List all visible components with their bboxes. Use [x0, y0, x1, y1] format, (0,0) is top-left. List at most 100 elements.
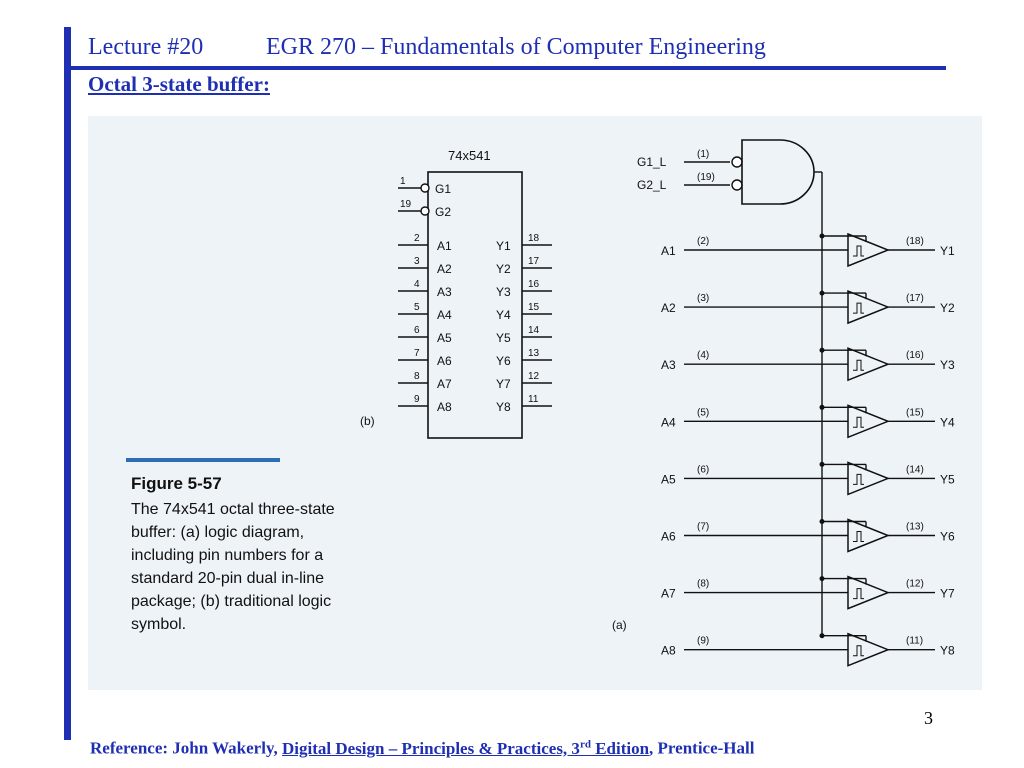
three-state-buffer — [847, 632, 891, 667]
output-pin-label: Y7 — [496, 377, 511, 391]
pin-number: 9 — [414, 394, 420, 405]
three-state-buffer — [847, 232, 891, 268]
output-pin-label: Y1 — [496, 239, 511, 253]
three-state-buffer — [847, 518, 891, 553]
pin-number: 6 — [414, 325, 420, 336]
input-pin-label: A4 — [437, 308, 452, 322]
input-label: A3 — [661, 358, 676, 372]
scan-background — [88, 116, 982, 690]
hysteresis-mark — [853, 645, 864, 657]
footer-reference: Reference: John Wakerly, Digital Design … — [90, 738, 754, 759]
input-pin-label: A7 — [437, 377, 452, 391]
hysteresis-mark — [853, 531, 864, 542]
chip-name-label: 74x541 — [448, 148, 491, 163]
pin-number: (14) — [906, 464, 924, 475]
output-label: Y4 — [940, 415, 955, 429]
three-state-buffer — [847, 289, 891, 325]
caption-line: buffer: (a) logic diagram, — [131, 524, 304, 541]
enable-label: G2_L — [637, 178, 667, 192]
pin-number: 1 — [400, 176, 406, 187]
pin-number: 2 — [414, 233, 420, 244]
pin-number: (13) — [906, 522, 924, 533]
book-figure-scan: 74x5411G119G22A13A24A35A46A57A68A79A818Y… — [88, 116, 982, 690]
enable-pin-label: G1 — [435, 182, 451, 196]
inversion-bubble — [420, 206, 430, 216]
caption-line: symbol. — [131, 616, 186, 633]
hysteresis-mark — [853, 245, 864, 257]
input-label: A1 — [661, 244, 676, 258]
input-label: A5 — [661, 472, 676, 486]
enable-label: G1_L — [637, 155, 667, 169]
three-state-buffer — [847, 404, 891, 439]
output-pin-label: Y3 — [496, 285, 511, 299]
hysteresis-mark — [853, 302, 864, 314]
reference-prefix: Reference: John Wakerly, — [90, 738, 283, 758]
hysteresis-mark — [853, 359, 864, 371]
output-label: Y6 — [940, 530, 955, 544]
pin-number: (7) — [697, 522, 709, 533]
input-label: A7 — [661, 587, 676, 601]
pin-number: 17 — [528, 256, 540, 267]
pin-number: 12 — [528, 371, 540, 382]
enable-pin-label: G2 — [435, 205, 451, 219]
hysteresis-mark — [853, 416, 864, 428]
header-rule — [64, 66, 946, 70]
three-state-buffer — [847, 461, 891, 496]
input-label: A8 — [661, 644, 676, 658]
caption-rule — [126, 458, 280, 462]
logic-tag: (a) — [612, 618, 627, 632]
reference-book-title: Digital Design – Principles & Practices,… — [282, 738, 650, 758]
caption-line: package; (b) traditional logic — [131, 593, 331, 610]
pin-number: (3) — [697, 293, 709, 304]
inversion-bubble — [420, 183, 430, 193]
left-accent-bar — [64, 27, 71, 740]
input-pin-label: A5 — [437, 331, 452, 345]
symbol-tag: (b) — [360, 414, 375, 428]
pin-number: 18 — [528, 233, 540, 244]
caption-title: Figure 5-57 — [131, 474, 222, 493]
input-label: A6 — [661, 530, 676, 544]
pin-number: 16 — [528, 279, 540, 290]
pin-number: 11 — [528, 394, 539, 405]
three-state-buffer — [847, 347, 891, 382]
output-label: Y1 — [940, 244, 955, 258]
chip-body — [427, 171, 523, 439]
pin-number: (15) — [906, 407, 924, 418]
pin-number: 3 — [414, 256, 420, 267]
pin-number: 7 — [414, 348, 420, 359]
output-pin-label: Y8 — [496, 400, 511, 414]
pin-number: (1) — [697, 149, 709, 160]
traditional-logic-symbol: 74x5411G119G22A13A24A35A46A57A68A79A818Y… — [360, 148, 552, 439]
slide-subtitle: Octal 3-state buffer: — [88, 72, 270, 96]
pin-number: (18) — [906, 236, 924, 247]
output-label: Y3 — [940, 358, 955, 372]
pin-number: 13 — [528, 348, 540, 359]
pin-number: (2) — [697, 236, 709, 247]
pin-number: (5) — [697, 407, 709, 418]
output-pin-label: Y6 — [496, 354, 511, 368]
pin-number: 14 — [528, 325, 540, 336]
output-label: Y7 — [940, 587, 955, 601]
pin-number: 19 — [400, 199, 412, 210]
caption-line: standard 20-pin dual in-line — [131, 570, 324, 587]
pin-number: (19) — [697, 172, 715, 183]
inversion-bubble — [731, 179, 743, 191]
input-pin-label: A8 — [437, 400, 452, 414]
input-pin-label: A1 — [437, 239, 452, 253]
input-pin-label: A2 — [437, 262, 452, 276]
and-gate — [741, 139, 815, 205]
pin-number: (12) — [906, 579, 924, 590]
output-label: Y5 — [940, 472, 955, 486]
input-pin-label: A6 — [437, 354, 452, 368]
pin-number: (11) — [906, 636, 923, 647]
input-label: A4 — [661, 415, 676, 429]
reference-publisher: , Prentice-Hall — [649, 738, 755, 758]
output-label: Y8 — [940, 644, 955, 658]
three-state-buffer — [847, 575, 891, 610]
pin-number: (4) — [697, 350, 709, 361]
pin-number: 4 — [414, 279, 420, 290]
course-title: EGR 270 – Fundamentals of Computer Engin… — [266, 34, 766, 60]
caption-line: including pin numbers for a — [131, 547, 323, 564]
input-pin-label: A3 — [437, 285, 452, 299]
